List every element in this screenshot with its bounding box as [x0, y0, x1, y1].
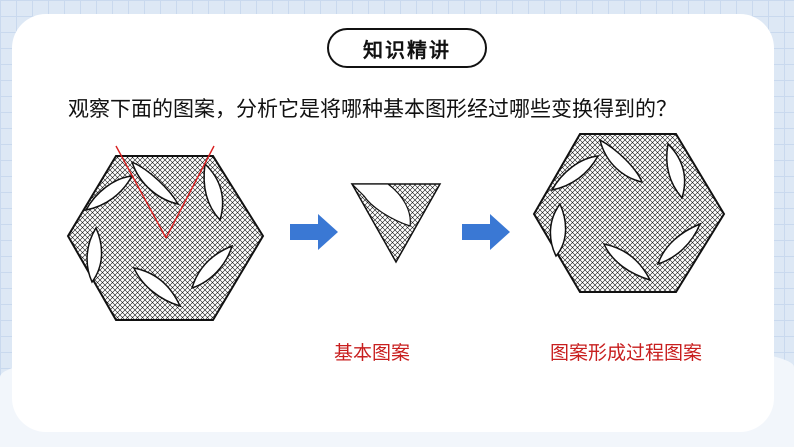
guide-lines — [115, 145, 215, 239]
hexagon-pattern-right — [532, 133, 726, 293]
caption-process-pattern: 图案形成过程图案 — [550, 342, 703, 364]
right-arrow-icon — [462, 214, 510, 250]
basic-pattern-triangle — [350, 183, 442, 264]
right-arrow-icon — [290, 214, 338, 250]
section-title: 知识精讲 — [327, 28, 487, 68]
question-text: 观察下面的图案，分析它是将哪种基本图形经过哪些变换得到的？ — [68, 97, 677, 121]
hexagon-pattern-left — [66, 145, 265, 321]
caption-basic-pattern: 基本图案 — [334, 342, 411, 364]
